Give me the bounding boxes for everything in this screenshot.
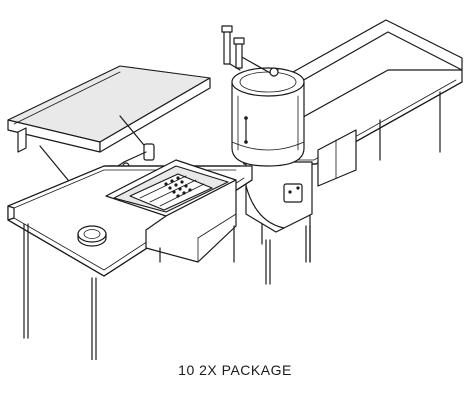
vacuum-breaker-pipes <box>221 25 245 71</box>
pre-rinse-shelf <box>7 65 211 181</box>
table-legs <box>23 223 311 360</box>
rack-basket <box>129 173 213 211</box>
package-caption: 10 2X PACKAGE <box>178 362 292 378</box>
dishwasher-machine <box>231 55 313 233</box>
disposer-collar <box>77 225 107 247</box>
dishwasher-package-illustration <box>7 19 463 360</box>
rear-cabinet <box>317 129 357 187</box>
